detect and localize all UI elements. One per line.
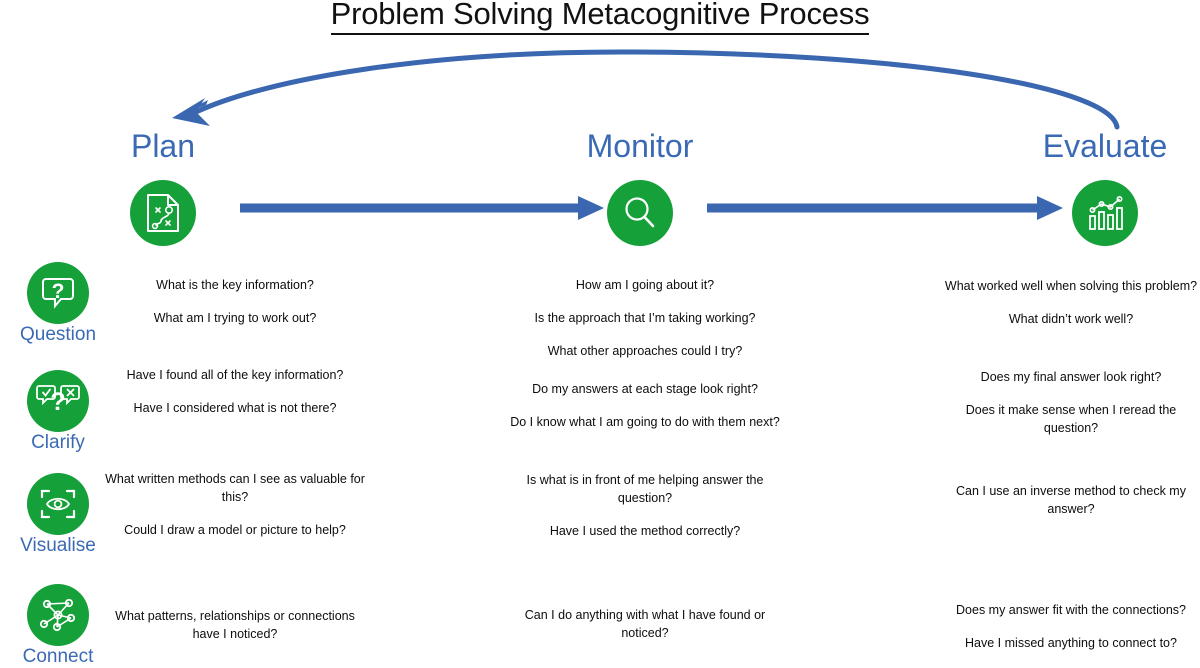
bar-chart-trend-icon [1089, 195, 1123, 230]
prompt-line: What other approaches could I try? [547, 344, 743, 359]
prompt-line: How am I going about it? [575, 278, 715, 292]
cell-monitor-question: How am I going about it? Is the approach … [500, 276, 790, 360]
cell-monitor-clarify: Do my answers at each stage look right? D… [500, 380, 790, 431]
prompt-line: Have I used the method correctly? [549, 524, 741, 539]
phase-plan-label: Plan [130, 128, 196, 164]
strategy-question-icon-circle: ? [27, 262, 89, 324]
prompt-line: Do my answers at each stage look right? [532, 382, 758, 396]
prompt-line: What didn’t work well? [1008, 312, 1134, 327]
strategy-clarify-label: Clarify [31, 432, 85, 453]
prompt-line: What is the key information? [156, 278, 314, 292]
phase-monitor-label: Monitor [586, 128, 694, 164]
cell-monitor-visualise: Is what is in front of me helping answer… [500, 471, 790, 540]
prompt-line: Is the approach that I’m taking working? [534, 311, 756, 326]
cell-evaluate-clarify: Does my final answer look right? Does it … [940, 368, 1200, 437]
phase-evaluate-icon-circle [1072, 180, 1138, 246]
strategy-visualise: Visualise [16, 473, 100, 556]
cell-monitor-connect: Can I do anything with what I have found… [500, 606, 790, 642]
svg-text:?: ? [52, 280, 65, 303]
prompt-line: Have I missed anything to connect to? [965, 636, 1177, 651]
phase-monitor-icon-circle [607, 180, 673, 246]
arrow-evaluate-to-plan [172, 49, 1120, 130]
page-title: Problem Solving Metacognitive Process [0, 0, 1200, 35]
strategy-connect: Connect [16, 584, 100, 667]
cell-evaluate-question: What worked well when solving this probl… [940, 277, 1200, 328]
cell-plan-question: What is the key information? What am I tr… [100, 276, 370, 327]
phase-evaluate: Evaluate [1035, 130, 1175, 246]
prompt-line: Can I do anything with what I have found… [524, 608, 766, 641]
prompt-line: Have I found all of the key information? [126, 368, 344, 382]
strategy-question: ? Question [16, 262, 100, 345]
prompt-line: What written methods can I see as valuab… [105, 472, 365, 505]
prompt-line: Does it make sense when I reread the que… [965, 403, 1177, 436]
arrow-monitor-to-evaluate [707, 196, 1063, 220]
prompt-line: Can I use an inverse method to check my … [956, 484, 1186, 517]
prompt-line: Does my answer fit with the connections? [956, 603, 1186, 617]
prompt-line: What worked well when solving this probl… [944, 279, 1198, 293]
strategy-clarify: ? Clarify [16, 370, 100, 453]
prompt-line: Is what is in front of me helping answer… [526, 473, 764, 506]
prompt-line: Could I draw a model or picture to help? [124, 523, 346, 538]
prompt-line: What am I trying to work out? [153, 311, 317, 326]
clarify-check-cross-question-icon: ? [36, 385, 80, 416]
page-title-text: Problem Solving Metacognitive Process [330, 0, 870, 35]
prompt-line: Do I know what I am going to do with the… [510, 415, 780, 430]
cell-plan-visualise: What written methods can I see as valuab… [100, 470, 370, 539]
strategy-connect-icon-circle [27, 584, 89, 646]
prompt-line: Does my final answer look right? [980, 370, 1162, 384]
strategy-clarify-icon-circle: ? [27, 370, 89, 432]
network-nodes-icon [39, 598, 76, 632]
strategy-document-icon [147, 194, 179, 232]
magnifying-glass-icon [625, 197, 655, 228]
prompt-line: Have I considered what is not there? [133, 401, 337, 416]
svg-text:?: ? [50, 388, 65, 416]
phase-monitor: Monitor [572, 130, 708, 246]
phase-plan: Plan [98, 130, 228, 246]
arrow-plan-to-monitor [240, 196, 604, 220]
strategy-visualise-icon-circle [27, 473, 89, 535]
strategy-visualise-label: Visualise [20, 535, 96, 556]
question-speech-bubble-icon: ? [42, 278, 74, 309]
phase-evaluate-label: Evaluate [1042, 128, 1168, 164]
cell-plan-clarify: Have I found all of the key information?… [100, 366, 370, 417]
phase-plan-icon-circle [130, 180, 196, 246]
strategy-connect-label: Connect [22, 646, 94, 667]
cell-evaluate-visualise: Can I use an inverse method to check my … [940, 482, 1200, 518]
strategy-question-label: Question [19, 324, 97, 345]
prompt-line: What patterns, relationships or connecti… [115, 609, 355, 642]
eye-viewfinder-icon [40, 489, 76, 519]
cell-plan-connect: What patterns, relationships or connecti… [100, 607, 370, 643]
cell-evaluate-connect: Does my answer fit with the connections?… [940, 601, 1200, 652]
